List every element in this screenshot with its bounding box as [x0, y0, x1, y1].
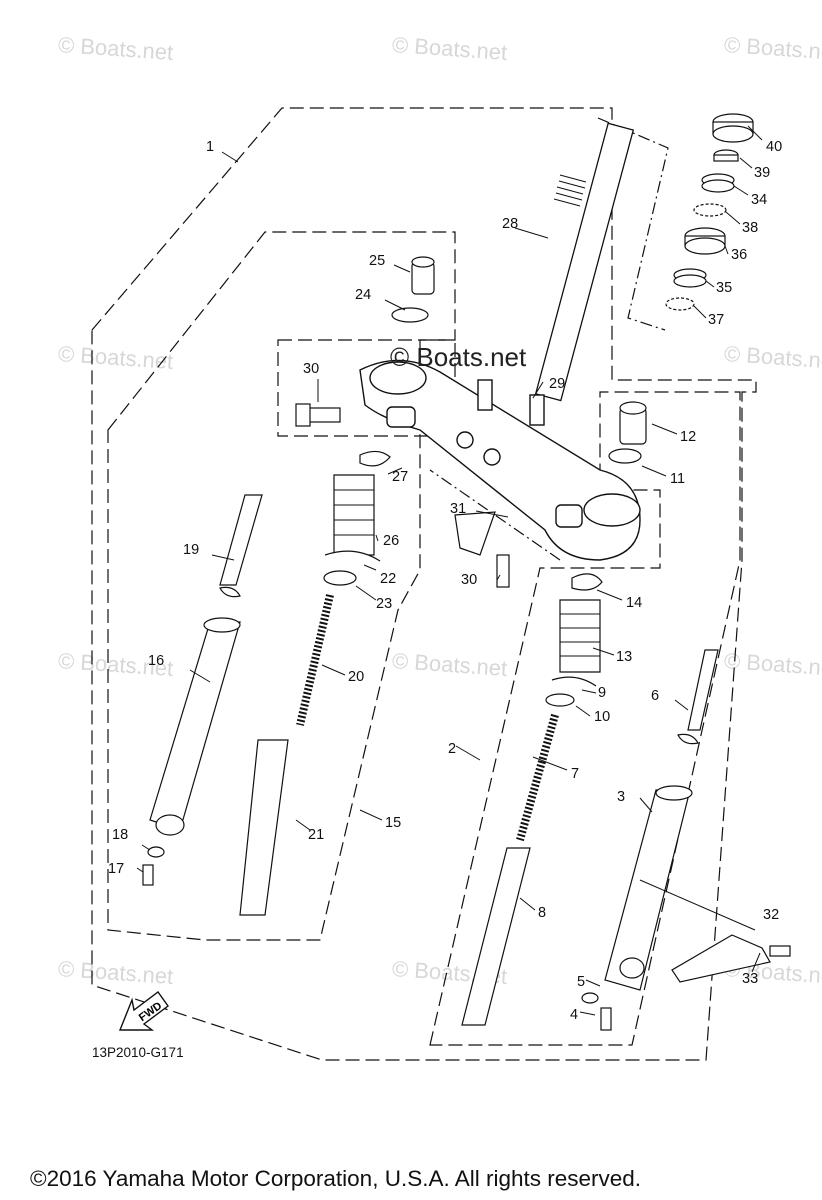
- callout-18: 18: [112, 827, 129, 843]
- callout-23: 23: [376, 596, 393, 612]
- callout-13: 13: [616, 649, 633, 665]
- right-small-spring: [677, 733, 699, 745]
- callout-3: 3: [617, 789, 626, 805]
- callout-10: 10: [594, 709, 611, 725]
- part-17-bolt: [142, 864, 154, 886]
- bracket-clamp-left: [386, 406, 416, 428]
- part-27-clip: [359, 450, 391, 467]
- part-6-damper: [687, 649, 719, 731]
- right-fork-parts: [454, 401, 791, 1031]
- callout-14: 14: [626, 595, 643, 611]
- callout-25: 25: [369, 253, 386, 269]
- part-31-guide: [454, 511, 496, 556]
- part-18-washer: [147, 846, 165, 858]
- right-axle-boss: [619, 957, 645, 979]
- callout-24: 24: [355, 287, 372, 303]
- part-3-outer-tube: [604, 789, 691, 991]
- callout-7: 7: [571, 766, 580, 782]
- callout-40: 40: [766, 139, 783, 155]
- callout-37: 37: [708, 312, 725, 328]
- callout-27: 27: [392, 469, 409, 485]
- left-axle-boss: [155, 814, 185, 836]
- callout-12: 12: [680, 429, 697, 445]
- part-8-tube: [461, 847, 531, 1026]
- part-4-bolt: [600, 1007, 612, 1031]
- part-22-clip: [324, 550, 381, 562]
- part-11-oring: [608, 448, 642, 464]
- callout-31: 31: [450, 501, 467, 517]
- callout-21: 21: [308, 827, 325, 843]
- callout-22: 22: [380, 571, 397, 587]
- leader-lines: [136, 125, 763, 1016]
- part-26-boot: [333, 474, 375, 556]
- callout-29: 29: [549, 376, 566, 392]
- callout-32: 32: [763, 907, 780, 923]
- part-5-washer: [581, 992, 599, 1004]
- overlay-watermark: © Boats.net: [390, 342, 527, 372]
- callout-9: 9: [598, 685, 607, 701]
- steering-stem-28: [534, 122, 635, 402]
- part-14-clip: [571, 573, 603, 591]
- callout-5: 5: [577, 974, 586, 990]
- diagram-code: 13P2010-G171: [92, 1045, 184, 1060]
- callout-19: 19: [183, 542, 200, 558]
- bearing-stack: [665, 113, 754, 311]
- callout-28: 28: [502, 216, 519, 232]
- copyright-notice: ©2016 Yamaha Motor Corporation, U.S.A. A…: [30, 1166, 642, 1191]
- callout-20: 20: [348, 669, 365, 685]
- stem-shaft: [534, 122, 635, 402]
- callout-33: 33: [742, 971, 759, 987]
- part-33-bolt: [769, 945, 791, 957]
- callout-16: 16: [148, 653, 165, 669]
- assembly-1-boundary: [91, 107, 757, 1061]
- part-24-oring: [391, 307, 429, 323]
- callout-36: 36: [731, 247, 748, 263]
- part-10-seal: [545, 693, 575, 707]
- part-7-spring: [516, 713, 559, 842]
- left-fork-parts: [142, 256, 435, 916]
- callout-8: 8: [538, 905, 547, 921]
- under-bracket-29: [359, 359, 641, 561]
- stem-threads: [553, 174, 587, 207]
- callout-15: 15: [385, 815, 402, 831]
- part-19-damper: [219, 494, 263, 586]
- bracket-tab-left: [477, 379, 493, 411]
- bracket-clamp-right: [555, 504, 583, 528]
- callout-4: 4: [570, 1007, 579, 1023]
- part-32-clamp: [671, 934, 771, 983]
- boot-ribs: [334, 489, 374, 536]
- part-37-balls: [665, 297, 695, 311]
- fwd-arrow: [118, 991, 169, 1031]
- right-boot-ribs: [560, 613, 600, 657]
- part-21-tube: [239, 739, 289, 916]
- part-23-seal: [323, 570, 357, 586]
- left-small-spring: [219, 586, 241, 598]
- assembly-15-boundary: [107, 231, 456, 941]
- callout-2: 2: [448, 741, 457, 757]
- part-38-balls: [693, 203, 727, 217]
- part-30-lower-bolt: [496, 554, 510, 588]
- callout-11: 11: [670, 471, 686, 487]
- callout-30-lower: 30: [461, 572, 478, 588]
- stem-guide-2: [429, 469, 561, 561]
- bracket-tab-right: [529, 394, 545, 426]
- callout-26: 26: [383, 533, 400, 549]
- callout-6: 6: [651, 688, 660, 704]
- part-20-spring: [296, 594, 334, 726]
- callout-30-upper: 30: [303, 361, 320, 377]
- callout-39: 39: [754, 165, 771, 181]
- callout-17: 17: [108, 861, 125, 877]
- callout-35: 35: [716, 280, 733, 296]
- callout-1: 1: [206, 139, 215, 155]
- callout-38: 38: [742, 220, 759, 236]
- part-13-boot: [559, 599, 601, 673]
- callout-34: 34: [751, 192, 768, 208]
- part-9-clip: [551, 676, 597, 687]
